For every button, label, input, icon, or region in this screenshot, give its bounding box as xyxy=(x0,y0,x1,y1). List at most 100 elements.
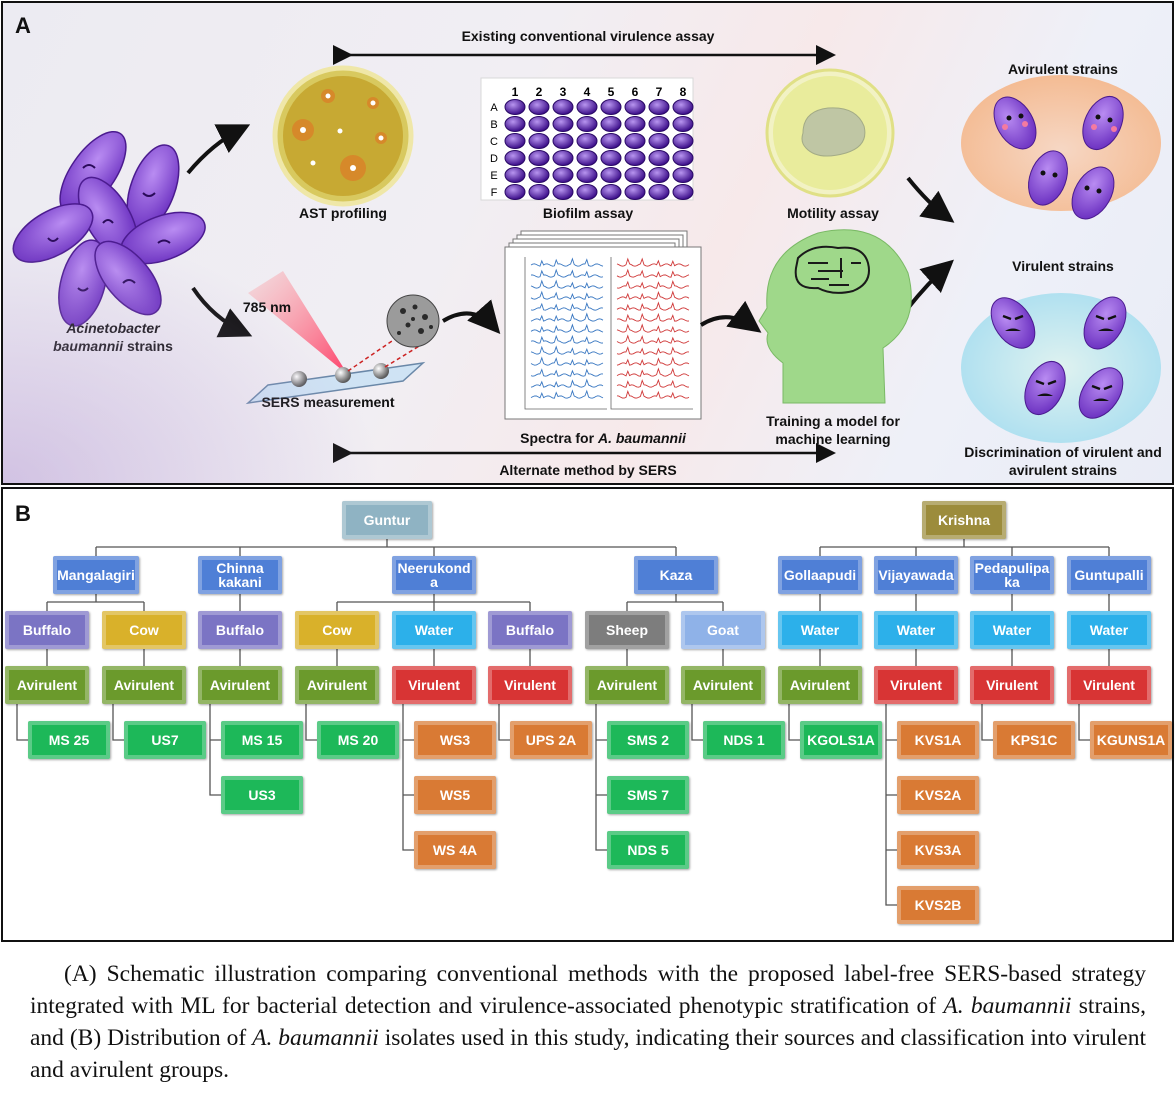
spectrum-trace xyxy=(530,378,604,388)
node-isolate-kvs3a: KVS3A xyxy=(897,831,979,869)
biofilm-col-label: 5 xyxy=(608,85,615,99)
spectrum-trace xyxy=(616,323,690,333)
biofilm-col-label: 6 xyxy=(632,85,639,99)
biofilm-col-label: 2 xyxy=(536,85,543,99)
spectrum-trace xyxy=(616,389,690,399)
node-source-water: Water xyxy=(874,611,958,649)
biofilm-well xyxy=(528,116,550,132)
biofilm-well xyxy=(576,99,598,115)
biofilm-well xyxy=(552,99,574,115)
node-isolate-ws5: WS5 xyxy=(414,776,496,814)
node-group-avirulent: Avirulent xyxy=(585,666,669,704)
biofilm-well xyxy=(576,133,598,149)
figure-caption: (A) Schematic illustration comparing con… xyxy=(30,958,1146,1086)
conventional-assay-label: Existing conventional virulence assay xyxy=(461,28,715,44)
node-group-virulent: Virulent xyxy=(970,666,1054,704)
bacteria-label-species: Acinetobacter baumannii xyxy=(53,320,160,354)
spectra-stack-icon xyxy=(504,230,702,420)
alternate-method-label: Alternate method by SERS xyxy=(499,462,677,478)
node-isolate-ups2a: UPS 2A xyxy=(510,721,592,759)
biofilm-col-label: 1 xyxy=(512,85,519,99)
bacteria-label: Acinetobacter baumannii strains xyxy=(43,319,183,355)
biofilm-well xyxy=(528,184,550,200)
biofilm-well xyxy=(672,116,694,132)
node-vijayawada: Vijayawada xyxy=(874,556,958,594)
virulent-strains-label: Virulent strains xyxy=(1012,258,1114,274)
biofilm-well xyxy=(624,150,646,166)
node-guntur: Guntur xyxy=(342,501,432,539)
node-isolate-sms2: SMS 2 xyxy=(607,721,689,759)
sers-label: SERS measurement xyxy=(261,394,395,410)
biofilm-well xyxy=(624,99,646,115)
biofilm-well xyxy=(576,116,598,132)
node-isolate-kguns1a: KGUNS1A xyxy=(1090,721,1172,759)
spectrum-trace xyxy=(616,268,690,278)
biofilm-well xyxy=(600,184,622,200)
bacteria-cluster-icon xyxy=(12,130,206,327)
avirulent-bacteria-icon xyxy=(993,96,1124,220)
biofilm-well xyxy=(648,167,670,183)
biofilm-well xyxy=(552,167,574,183)
caption-part-3: isolates used in this study, indicating … xyxy=(30,1025,1147,1083)
spectrum-trace xyxy=(616,367,690,377)
biofilm-well xyxy=(600,133,622,149)
node-source-buffalo: Buffalo xyxy=(198,611,282,649)
spectrum-trace xyxy=(616,280,690,289)
node-source-water: Water xyxy=(778,611,862,649)
biofilm-well xyxy=(672,99,694,115)
node-group-avirulent: Avirulent xyxy=(295,666,379,704)
biofilm-row-label: E xyxy=(490,170,497,182)
spectrum-trace xyxy=(530,334,604,344)
ast-label: AST profiling xyxy=(299,205,387,221)
biofilm-row-label: F xyxy=(491,187,498,199)
biofilm-well xyxy=(552,133,574,149)
motility-plate-icon xyxy=(765,68,895,198)
biofilm-label: Biofilm assay xyxy=(542,205,634,221)
panel-a-label: A xyxy=(15,13,31,38)
laser-wavelength-label: 785 nm xyxy=(242,299,292,315)
caption-part-1: (A) Schematic illustration comparing con… xyxy=(30,961,1146,1019)
node-source-goat: Goat xyxy=(681,611,765,649)
biofilm-well xyxy=(576,150,598,166)
biofilm-row-label: B xyxy=(490,119,497,131)
panel-b-label: B xyxy=(15,501,31,526)
biofilm-well xyxy=(648,116,670,132)
biofilm-well xyxy=(504,116,526,132)
node-group-avirulent: Avirulent xyxy=(5,666,89,704)
node-group-virulent: Virulent xyxy=(392,666,476,704)
node-mangalagiri: Mangalagiri xyxy=(53,556,139,594)
biofilm-well xyxy=(528,133,550,149)
spectrum-trace xyxy=(530,279,604,289)
spectrum-trace xyxy=(530,345,604,355)
node-group-avirulent: Avirulent xyxy=(778,666,862,704)
node-isolate-sms7: SMS 7 xyxy=(607,776,689,814)
biofilm-well xyxy=(648,133,670,149)
biofilm-well xyxy=(552,184,574,200)
biofilm-well xyxy=(600,167,622,183)
spectrum-trace xyxy=(616,378,690,388)
node-isolate-ms20: MS 20 xyxy=(317,721,399,759)
motility-label: Motility assay xyxy=(787,205,879,221)
biofilm-row-label: D xyxy=(490,153,498,165)
node-isolate-nds1: NDS 1 xyxy=(703,721,785,759)
node-group-avirulent: Avirulent xyxy=(102,666,186,704)
panel-a: A xyxy=(1,1,1174,485)
biofilm-well xyxy=(672,167,694,183)
node-isolate-ms15: MS 15 xyxy=(221,721,303,759)
biofilm-well xyxy=(504,184,526,200)
biofilm-well xyxy=(648,184,670,200)
biofilm-well xyxy=(528,150,550,166)
bacteria-label-suffix: strains xyxy=(123,338,173,354)
sers-setup-icon xyxy=(245,271,440,405)
spectrum-trace xyxy=(616,290,690,300)
node-source-sheep: Sheep xyxy=(585,611,669,649)
node-isolate-kvs2a: KVS2A xyxy=(897,776,979,814)
spectrum-trace xyxy=(616,301,690,311)
biofilm-well xyxy=(648,99,670,115)
avirulent-strains-label: Avirulent strains xyxy=(1008,61,1118,77)
biofilm-well xyxy=(504,167,526,183)
node-isolate-ws4a: WS 4A xyxy=(414,831,496,869)
node-group-virulent: Virulent xyxy=(1067,666,1151,704)
